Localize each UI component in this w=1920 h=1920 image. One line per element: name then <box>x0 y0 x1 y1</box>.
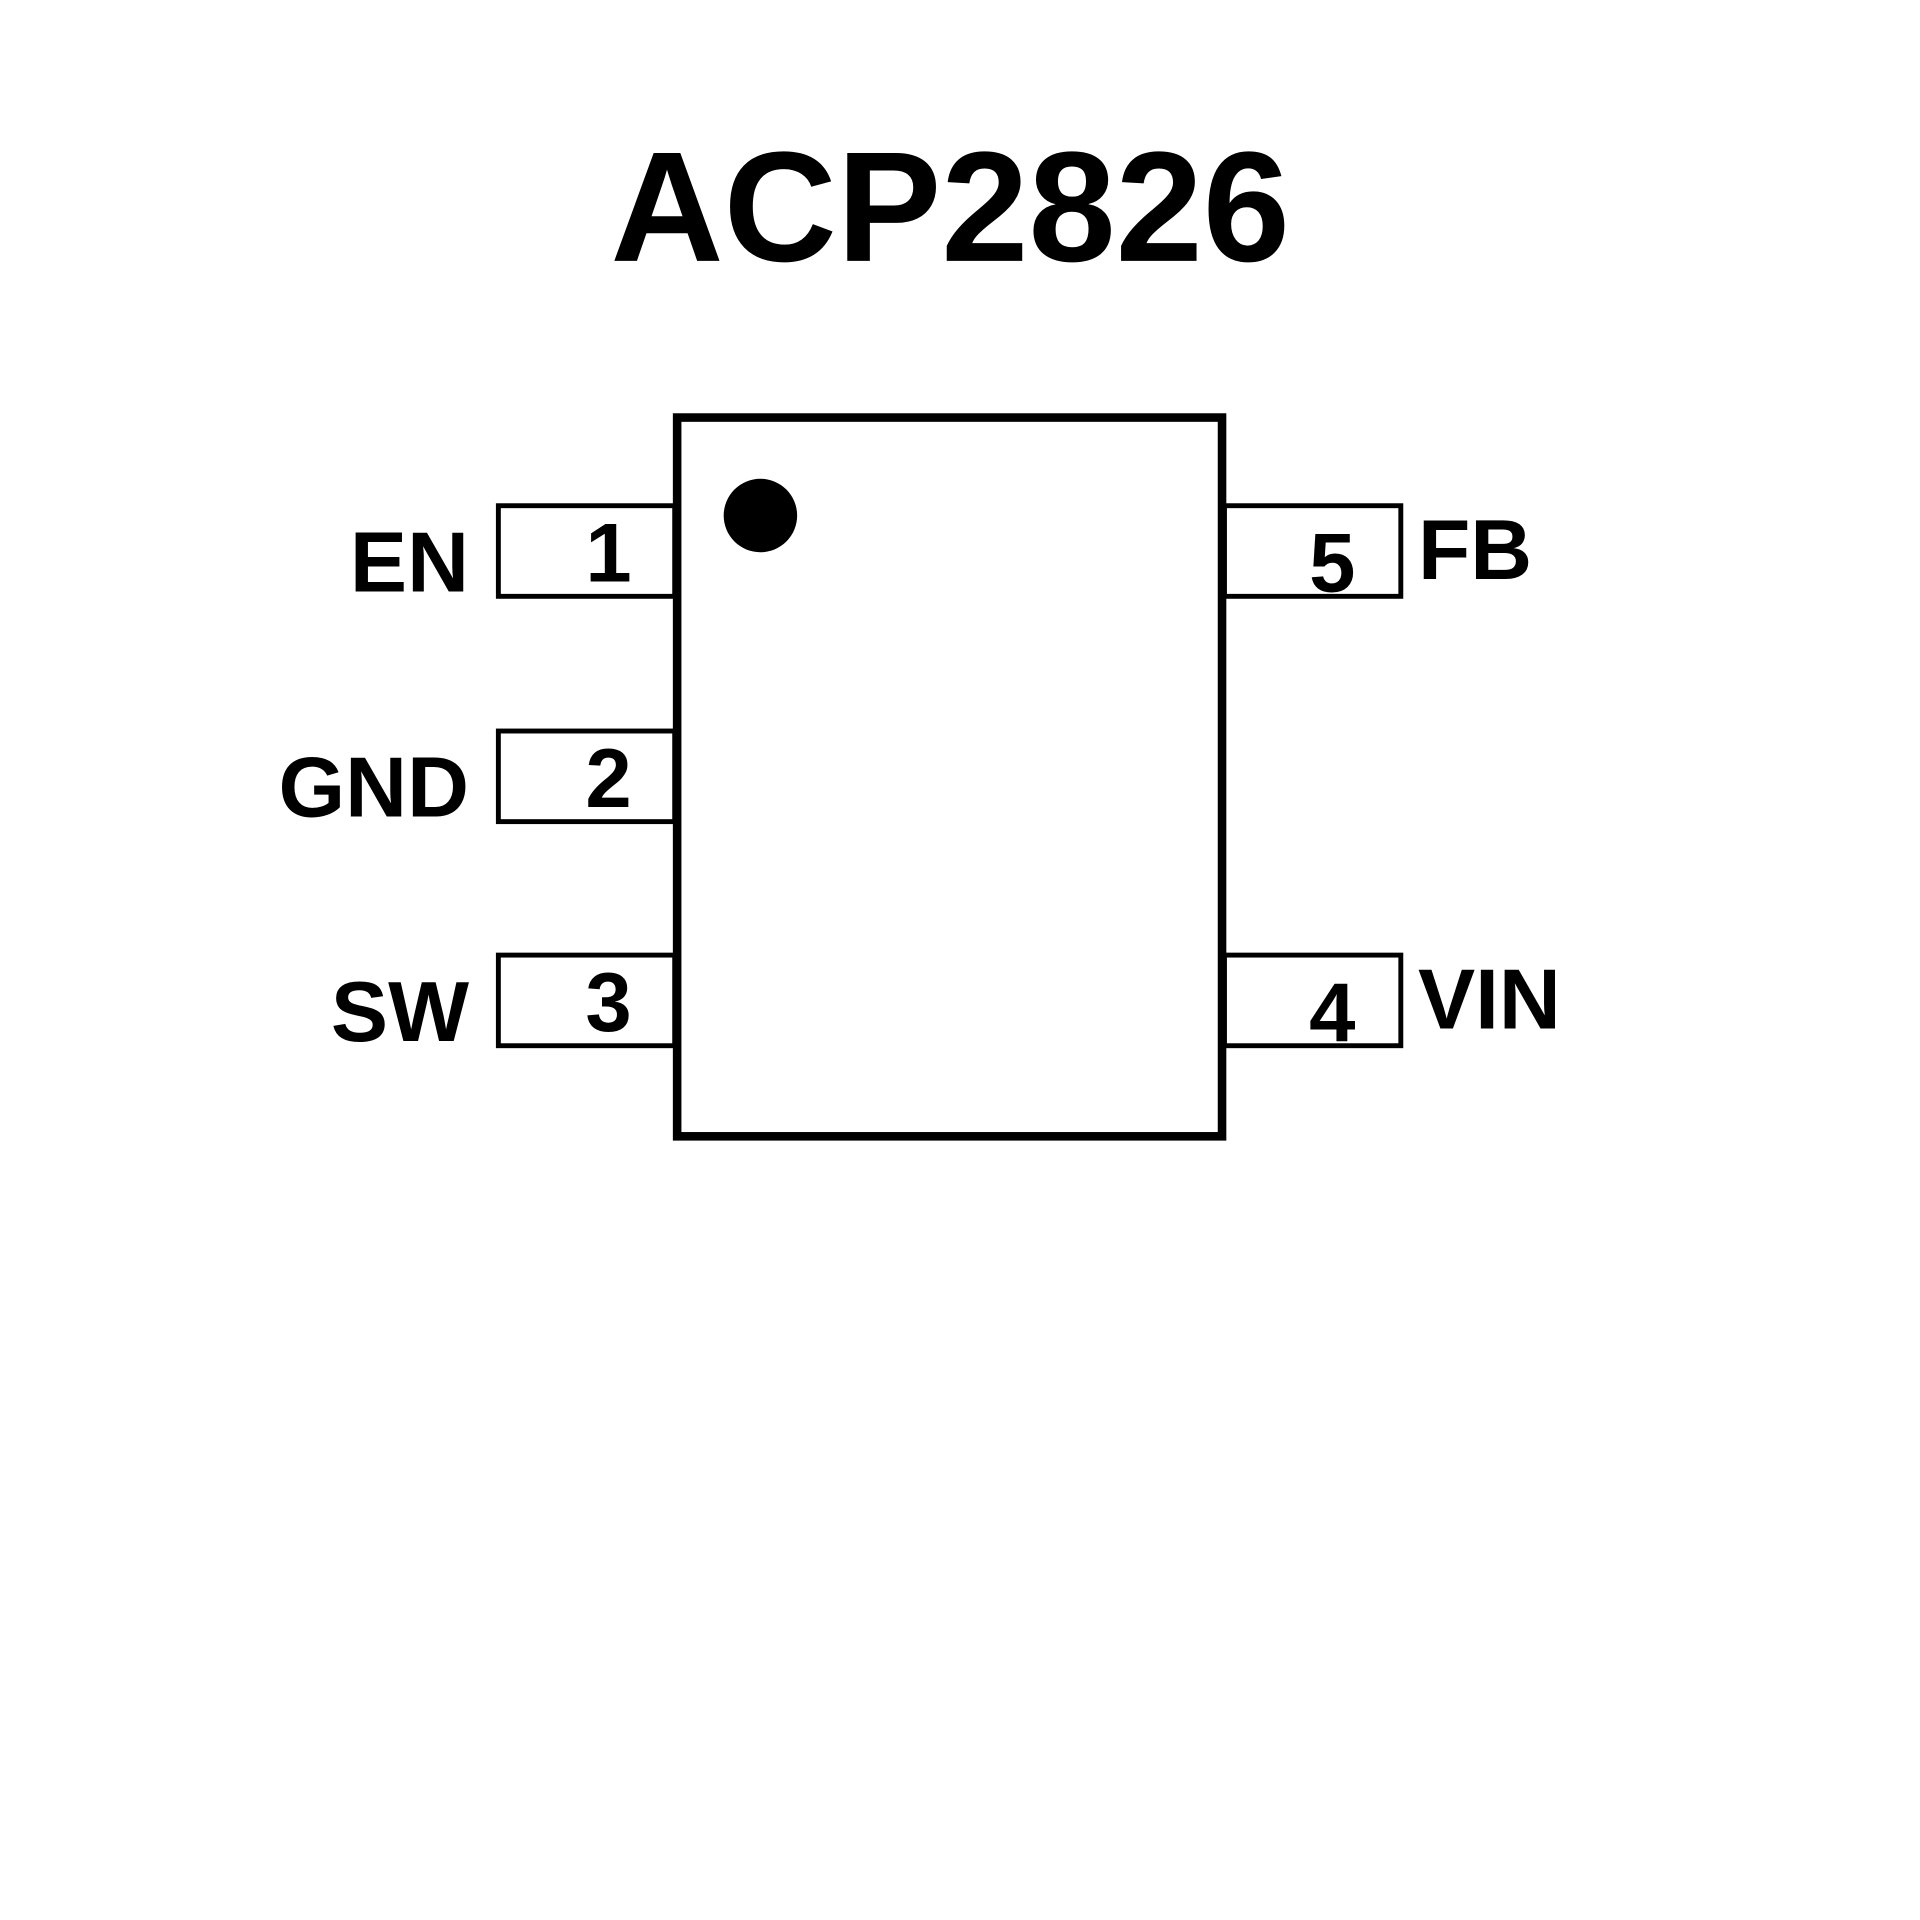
pin-number: 3 <box>585 956 631 1049</box>
pin-number: 1 <box>585 507 631 600</box>
pin-number: 4 <box>1309 966 1355 1059</box>
pin-lead <box>1222 952 1404 1049</box>
pin-1: 1 EN <box>350 503 678 610</box>
pin-name: FB <box>1418 502 1532 598</box>
pin-4: 4 VIN <box>1222 952 1561 1059</box>
pin-name: EN <box>350 514 469 610</box>
pin-lead <box>495 952 678 1049</box>
pin-lead <box>495 503 678 599</box>
pin1-marker-dot <box>723 478 798 553</box>
pin-3: 3 SW <box>331 952 678 1060</box>
pin-2: 2 GND <box>279 728 678 836</box>
pin-5: 5 FB <box>1222 502 1532 609</box>
chip-title: ACP2826 <box>610 120 1290 295</box>
pin-lead <box>1222 503 1404 599</box>
pin-number: 5 <box>1309 516 1355 609</box>
pin-number: 2 <box>585 732 631 825</box>
pin-name: GND <box>279 740 469 836</box>
pin-name: SW <box>331 964 469 1060</box>
pin-name: VIN <box>1418 952 1561 1048</box>
pin-lead <box>495 728 678 825</box>
